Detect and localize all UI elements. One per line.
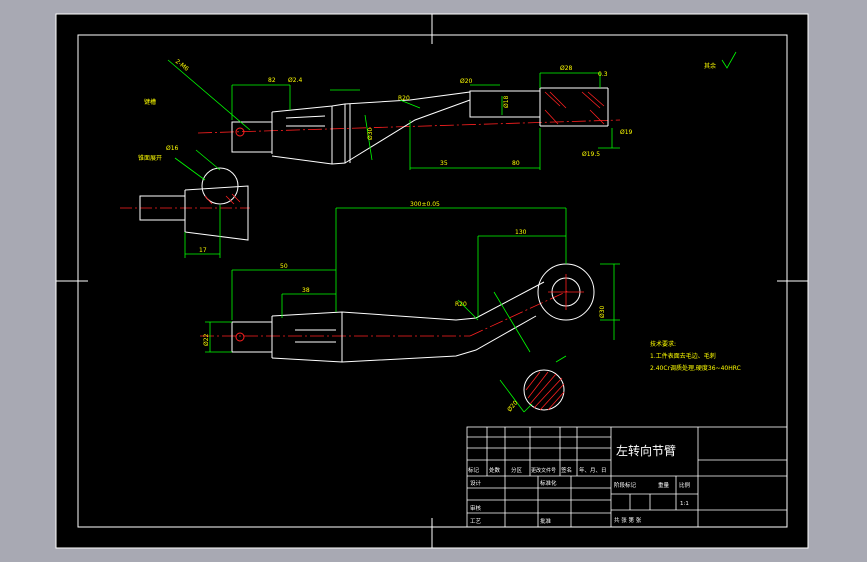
front-outline (231, 281, 545, 363)
section-dimensions (499, 355, 567, 413)
detail-outline (139, 185, 249, 241)
tb-label-zone: 分区 (511, 466, 523, 474)
dim-top-r20: R20 (398, 95, 410, 102)
part-name: 左转向节臂 (616, 443, 676, 458)
dim-front-50: 50 (280, 263, 288, 270)
drawing-sheet (56, 14, 808, 548)
detail-view-left: 17 Ø16 锥面展开 (120, 145, 250, 258)
tb-weight: 重量 (658, 481, 670, 489)
section-hatch (525, 371, 565, 411)
top-view: 82 Ø2.4 R20 Ø30 35 80 Ø28 0.3 Ø20 Ø18 Ø1… (144, 58, 633, 170)
front-view: 300±0.05 130 50 38 Ø22 R20 Ø30 (200, 201, 620, 363)
tb-standard: 标准化 (540, 479, 557, 487)
dim-detail-17: 17 (199, 247, 207, 254)
detail-dimensions (174, 149, 221, 258)
top-pin-hole (235, 127, 245, 137)
tb-scale: 比例 (679, 481, 691, 489)
title-block-grid (466, 426, 788, 528)
centering-marks (56, 14, 808, 548)
front-dimension-lines (205, 207, 620, 353)
dim-top-80: 80 (512, 160, 520, 167)
dim-top-phi195: Ø19.5 (582, 151, 600, 158)
dim-top-phi24: Ø2.4 (288, 77, 302, 84)
dim-top-03: 0.3 (598, 71, 608, 78)
tb-check: 审核 (470, 504, 482, 512)
tb-scale-value: 1:1 (680, 501, 689, 507)
tech-title: 技术要求: (650, 340, 676, 348)
top-centerline (197, 119, 621, 134)
dim-top-phi18: Ø18 (503, 95, 510, 108)
top-dimension-lines (167, 59, 620, 170)
dim-top-phi30: Ø30 (367, 127, 374, 140)
tb-label-mark: 标记 (468, 466, 480, 474)
dim-top-35: 35 (440, 160, 448, 167)
tb-process: 工艺 (470, 518, 482, 525)
dim-top-82: 82 (268, 77, 276, 84)
top-eye-hatch (544, 91, 605, 125)
technical-requirements: 技术要求: 1.工件表面去毛边、毛刺 2.40Cr调质处理,硬度36~40HRC (650, 340, 741, 372)
tb-stage-mark: 阶段标记 (614, 481, 637, 489)
section-circle (523, 369, 565, 411)
detail-circle (201, 167, 239, 205)
detail-hatch (204, 193, 241, 205)
dim-front-phi22: Ø22 (203, 333, 210, 346)
dim-front-130: 130 (515, 229, 527, 236)
tech-line-2: 2.40Cr调质处理,硬度36~40HRC (650, 364, 741, 372)
tech-line-1: 1.工件表面去毛边、毛刺 (650, 352, 716, 360)
roughness-symbol: 其余 (704, 51, 737, 70)
dim-front-phi30: Ø30 (599, 305, 606, 318)
dim-top-phi28: Ø28 (560, 65, 573, 72)
tb-label-sign: 签名 (561, 466, 572, 474)
dim-front-38: 38 (302, 287, 310, 294)
title-block: 左转向节臂 标记 处数 分区 更改文件号 签名 年、月、日 设计 标准化 审核 … (466, 426, 788, 528)
dim-detail-phi16: Ø16 (166, 145, 179, 152)
front-pin-hole (235, 332, 245, 342)
tb-label-date: 年、月、日 (579, 466, 607, 474)
dim-front-300: 300±0.05 (410, 201, 440, 208)
dim-top-phi19: Ø19 (620, 129, 633, 136)
roughness-note: 其余 (704, 62, 716, 70)
dim-top-phi20: Ø20 (460, 78, 473, 85)
dim-front-r20: R20 (455, 301, 467, 308)
label-keyway: 键槽 (144, 98, 156, 106)
tb-sheets: 共 张 第 张 (614, 516, 642, 524)
tb-label-change: 更改文件号 (531, 467, 556, 474)
tb-design: 设计 (470, 479, 482, 487)
top-shaft-outline (231, 87, 609, 165)
label-cone: 锥面展开 (138, 154, 162, 162)
tb-approve: 批准 (540, 517, 552, 525)
tb-label-count: 处数 (489, 466, 501, 474)
